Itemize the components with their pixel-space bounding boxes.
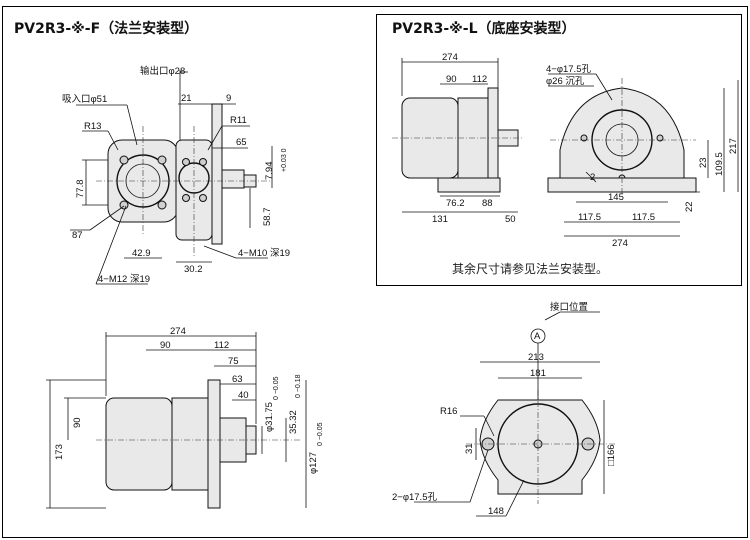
base-side-view: 274 90 112 76.2 88 131 50 bbox=[392, 52, 524, 225]
base-dim-112: 112 bbox=[472, 74, 487, 85]
side-tol-35-32: 0 −0.18 bbox=[295, 374, 302, 398]
base-mount-panel bbox=[376, 14, 742, 286]
side-tol-31-75: 0 −0.05 bbox=[273, 376, 280, 400]
base-dim-274: 274 bbox=[442, 52, 458, 63]
shaft-stub bbox=[221, 169, 245, 189]
inlet-port-label: 吸入口φ51 bbox=[62, 94, 107, 105]
radius-r11-label: R11 bbox=[230, 115, 247, 126]
side-dim-40: 40 bbox=[238, 390, 249, 401]
flange-front-view: 输出口φ28 吸入口φ51 R13 21 9 R11 65 77.8 87 42… bbox=[62, 65, 290, 285]
base-dim-131: 131 bbox=[432, 214, 448, 225]
base-foot bbox=[437, 177, 501, 193]
base-mount-title: PV2R3-※-L（底座安装型） bbox=[392, 21, 576, 37]
flange-radius-r16: R16 bbox=[440, 406, 457, 417]
base-dim-76-2: 76.2 bbox=[446, 198, 465, 209]
inlet-bolt-hole bbox=[119, 155, 129, 165]
outlet-bolt-hole bbox=[199, 194, 207, 202]
port-position-label: 接口位置 bbox=[550, 301, 588, 313]
flange-holes-label: 2−φ17.5孔 bbox=[392, 492, 437, 503]
base-dim-90: 90 bbox=[446, 74, 457, 85]
side-dim-90-vertical: 90 bbox=[72, 417, 83, 428]
radius-r13-label: R13 bbox=[84, 121, 101, 132]
mount-plate bbox=[211, 103, 223, 245]
base-dim-117-5-right: 117.5 bbox=[632, 212, 655, 223]
base-mount-note: 其余尺寸请参见法兰安装型。 bbox=[452, 262, 609, 276]
side-dim-274: 274 bbox=[170, 326, 186, 337]
side-pump-body bbox=[171, 397, 209, 491]
side-flange bbox=[207, 379, 221, 509]
port-a-marker: A bbox=[534, 331, 541, 342]
base-dim-274-width: 274 bbox=[612, 238, 628, 249]
base-dim-145: 145 bbox=[608, 192, 624, 203]
side-dim-112: 112 bbox=[214, 340, 229, 351]
pump-flange-view: 接口位置 A 213 181 R16 31 □166 2−φ17.5孔 148 bbox=[392, 301, 617, 517]
side-dim-90: 90 bbox=[160, 340, 171, 351]
side-dim-31-75: φ31.75 bbox=[264, 402, 275, 432]
side-dim-173: 173 bbox=[54, 444, 65, 460]
base-dim-2: 2 bbox=[590, 172, 595, 183]
flange-dim-166: □166 bbox=[606, 444, 617, 466]
base-dim-88: 88 bbox=[482, 198, 493, 209]
inlet-bolt-hole bbox=[157, 200, 167, 210]
side-dim-127: φ127 bbox=[308, 452, 319, 474]
base-end-view: 4−φ17.5孔 φ26 沉孔 2 145 117.5 117.5 274 23… bbox=[546, 64, 739, 249]
dim-77-8: 77.8 bbox=[75, 180, 86, 199]
flange-dim-213: 213 bbox=[528, 352, 544, 363]
base-hole-label: 4−φ17.5孔 bbox=[546, 64, 591, 75]
flange-mount-title: PV2R3-※-F（法兰安装型） bbox=[14, 21, 199, 37]
dim-42-9: 42.9 bbox=[132, 248, 151, 259]
flange-dim-181: 181 bbox=[530, 368, 546, 379]
inlet-bolt-hole bbox=[157, 155, 167, 165]
dim-9: 9 bbox=[226, 93, 231, 104]
side-rear-cover bbox=[105, 397, 173, 491]
base-dim-22: 22 bbox=[684, 201, 695, 212]
base-dim-109-5: 109.5 bbox=[714, 152, 725, 176]
flange-dim-31: 31 bbox=[464, 443, 475, 454]
dim-7-94: 7.94 bbox=[264, 162, 275, 181]
outlet-bolt-hole bbox=[182, 194, 190, 202]
pump-side-view: 274 90 112 75 63 40 90 173 φ31.75 0 −0.0… bbox=[46, 326, 324, 509]
dim-21: 21 bbox=[181, 93, 192, 104]
base-dim-217: 217 bbox=[728, 138, 739, 154]
tol-7-94: +0.03 0 bbox=[281, 148, 288, 172]
side-tol-127: 0 −0.05 bbox=[317, 422, 324, 446]
side-dim-63: 63 bbox=[232, 374, 243, 385]
base-mount-hole bbox=[580, 134, 588, 142]
base-dim-117-5-left: 117.5 bbox=[578, 212, 601, 223]
outlet-port-label: 输出口φ28 bbox=[140, 65, 185, 77]
base-counterbore-label: φ26 沉孔 bbox=[546, 76, 585, 87]
outlet-bolt-hole bbox=[199, 158, 207, 166]
base-dim-23: 23 bbox=[698, 157, 709, 168]
outer-frame bbox=[2, 6, 748, 538]
thread-m10-label: 4−M10 深19 bbox=[238, 248, 290, 259]
side-dim-75: 75 bbox=[228, 356, 239, 367]
outlet-bolt-hole bbox=[182, 158, 190, 166]
base-mount-hole bbox=[656, 134, 664, 142]
dim-65: 65 bbox=[236, 137, 247, 148]
thread-m12-label: 4−M12 深19 bbox=[98, 274, 150, 285]
dim-58-7: 58.7 bbox=[262, 208, 273, 227]
flange-dim-148: 148 bbox=[488, 506, 504, 517]
dim-87: 87 bbox=[72, 230, 83, 241]
side-dim-35-32: 35.32 bbox=[288, 410, 299, 434]
dim-30-2: 30.2 bbox=[184, 264, 203, 275]
base-dim-50: 50 bbox=[505, 214, 516, 225]
